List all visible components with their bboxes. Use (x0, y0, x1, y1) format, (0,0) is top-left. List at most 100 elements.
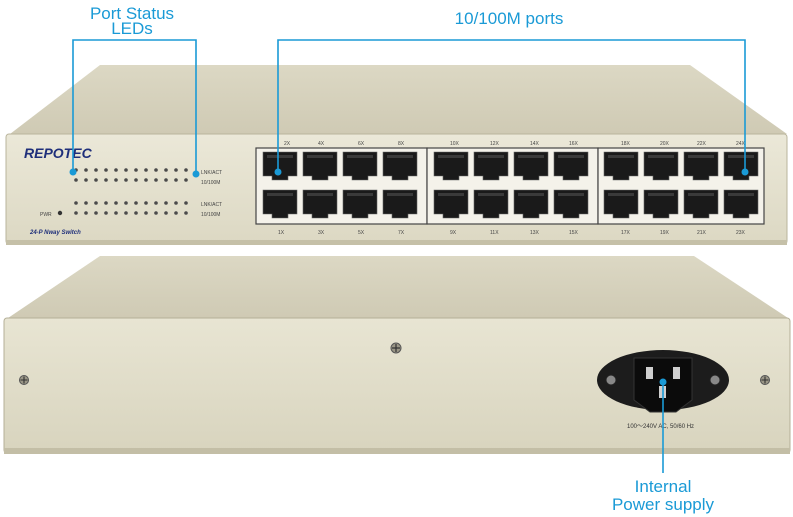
port-label-top: 24X (736, 141, 746, 147)
rj45-port[interactable] (723, 151, 759, 181)
rj45-port[interactable] (603, 151, 639, 181)
rj45-port[interactable] (342, 151, 378, 181)
rj45-port[interactable] (513, 151, 549, 181)
rj45-port[interactable] (473, 189, 509, 219)
status-led (134, 168, 138, 172)
status-led (104, 168, 108, 172)
port-label-top: 22X (697, 141, 707, 147)
status-led (154, 201, 158, 205)
rj45-port[interactable] (603, 189, 639, 219)
status-led (104, 211, 108, 215)
rj45-contacts (728, 155, 754, 158)
status-led (114, 211, 118, 215)
port-label-bottom: 1X (278, 230, 285, 236)
status-led (84, 201, 88, 205)
rj45-port[interactable] (382, 151, 418, 181)
callout-port-status-line1: Port Status (90, 4, 174, 23)
rj45-port[interactable] (513, 189, 549, 219)
status-led (154, 211, 158, 215)
callout-dot (192, 170, 200, 178)
screw-icon (19, 375, 29, 385)
status-led (134, 211, 138, 215)
port-label-bottom: 9X (450, 230, 457, 236)
rj45-contacts (438, 155, 464, 158)
rj45-contacts (307, 155, 333, 158)
screw-icon (390, 342, 402, 354)
rj45-port[interactable] (643, 151, 679, 181)
status-led (144, 201, 148, 205)
rj45-contacts (347, 155, 373, 158)
status-led (74, 201, 78, 205)
led-label-lnk-act-top: LNK/ACT (201, 170, 222, 176)
rear-unit-top (8, 256, 788, 318)
rj45-contacts (438, 193, 464, 196)
rj45-contacts (608, 155, 634, 158)
rj45-port[interactable] (382, 189, 418, 219)
status-led (94, 178, 98, 182)
port-label-bottom: 17X (621, 230, 631, 236)
callout-dot (69, 168, 77, 176)
status-led (174, 178, 178, 182)
status-led (124, 168, 128, 172)
rj45-port[interactable] (433, 151, 469, 181)
status-led (114, 178, 118, 182)
callout-dot (274, 168, 282, 176)
status-led (134, 201, 138, 205)
port-label-bottom: 13X (530, 230, 540, 236)
rear-unit: 100～240V AC, 50/60 Hz (3, 256, 791, 454)
callout-ports: 10/100M ports (274, 9, 749, 176)
status-led (164, 168, 168, 172)
status-led (84, 178, 88, 182)
rj45-port[interactable] (643, 189, 679, 219)
port-label-bottom: 5X (358, 230, 365, 236)
status-led (144, 178, 148, 182)
status-led (184, 211, 188, 215)
rj45-contacts (648, 193, 674, 196)
status-led (114, 201, 118, 205)
port-label-top: 8X (398, 141, 405, 147)
port-label-top: 20X (660, 141, 670, 147)
callout-power: Internal Power supply (612, 378, 715, 514)
rj45-contacts (478, 155, 504, 158)
power-rating-label: 100～240V AC, 50/60 Hz (627, 424, 694, 430)
rj45-port[interactable] (262, 151, 298, 181)
rj45-port[interactable] (553, 151, 589, 181)
status-led (184, 178, 188, 182)
status-led (174, 201, 178, 205)
rj45-contacts (518, 155, 544, 158)
rj45-port[interactable] (342, 189, 378, 219)
callout-dot (741, 168, 749, 176)
status-led (164, 211, 168, 215)
callout-power-line1: Internal (635, 477, 692, 496)
rj45-port[interactable] (433, 189, 469, 219)
status-led (164, 178, 168, 182)
front-unit-top (10, 65, 787, 134)
status-led (174, 168, 178, 172)
rj45-port[interactable] (683, 189, 719, 219)
status-led (164, 201, 168, 205)
rj45-port[interactable] (473, 151, 509, 181)
rj45-port[interactable] (553, 189, 589, 219)
rj45-port[interactable] (262, 189, 298, 219)
status-led (104, 178, 108, 182)
rj45-contacts (267, 155, 293, 158)
status-led (84, 211, 88, 215)
pwr-label: PWR (40, 212, 52, 218)
rj45-contacts (728, 193, 754, 196)
rj45-port[interactable] (302, 189, 338, 219)
port-label-bottom: 15X (569, 230, 579, 236)
callout-port-status-line2: LEDs (111, 19, 153, 38)
status-led (154, 178, 158, 182)
rj45-port[interactable] (683, 151, 719, 181)
rj45-port[interactable] (723, 189, 759, 219)
port-label-bottom: 21X (697, 230, 707, 236)
rj45-contacts (307, 193, 333, 196)
callout-ports-label: 10/100M ports (455, 9, 564, 28)
port-label-bottom: 3X (318, 230, 325, 236)
status-led (184, 168, 188, 172)
status-led (94, 168, 98, 172)
rj45-contacts (608, 193, 634, 196)
led-label-speed-top: 10/100M (201, 180, 220, 186)
rj45-port[interactable] (302, 151, 338, 181)
